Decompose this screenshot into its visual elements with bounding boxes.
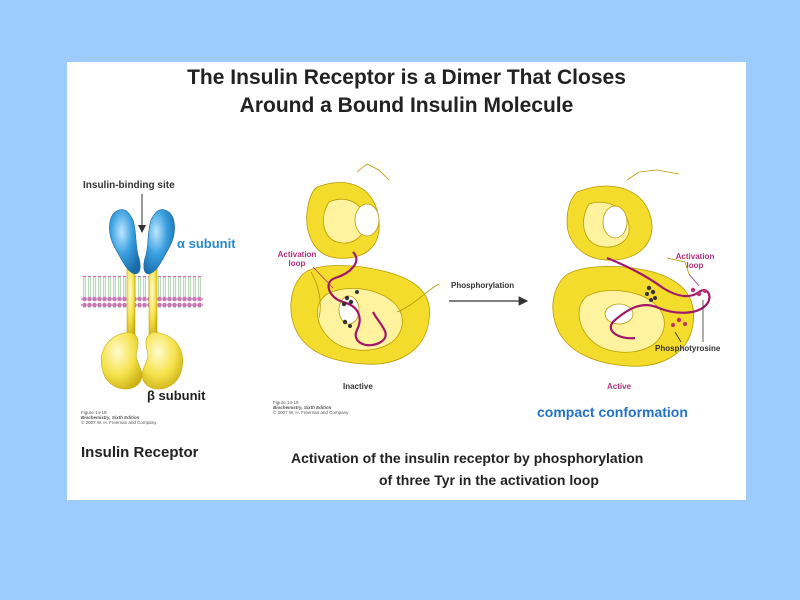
slide-title-line1: The Insulin Receptor is a Dimer That Clo… [187, 66, 626, 89]
receptor-credit-figure: Figure 14-18 [81, 410, 107, 415]
tyrosine-cluster-left [341, 290, 359, 328]
phosphate-groups [671, 287, 707, 327]
active-label: Active [607, 382, 632, 391]
loop-pointer-left [312, 266, 334, 289]
alpha-subunit-label: α subunit [177, 236, 236, 251]
diagram-canvas [81, 163, 711, 390]
activation-loop-label-left: Activation loop [277, 250, 317, 268]
structure-credit-book: Biochemistry, Sixth Edition [273, 405, 332, 410]
receptor-figure-credit: Figure 14-18 Biochemistry, Sixth Edition… [81, 410, 156, 425]
compact-conformation-label: compact conformation [537, 404, 688, 420]
inactive-structure [290, 163, 440, 365]
activation-loop-label-right: Activation loop [675, 252, 715, 270]
activation-caption-line2: of three Tyr in the activation loop [379, 472, 599, 488]
loop-pointer-right [688, 273, 700, 287]
slide-panel: The Insulin Receptor is a Dimer That Clo… [67, 62, 746, 500]
phosphotyrosine-label: Phosphotyrosine [655, 344, 721, 353]
insulin-receptor-caption: Insulin Receptor [81, 444, 199, 461]
activation-caption-line1: Activation of the insulin receptor by ph… [291, 450, 644, 466]
structure-credit-figure: Figure 14-19 [273, 400, 299, 405]
insulin-binding-site-label: Insulin-binding site [83, 180, 175, 191]
tyrosine-cluster-right [645, 285, 657, 302]
structure-credit-publisher: © 2007 W. H. Freeman and Company [273, 410, 349, 415]
activation-loop-right-trace [606, 256, 711, 340]
beta-subunit-shape [101, 265, 183, 390]
beta-subunit-label: β subunit [147, 388, 206, 403]
phosphorylation-label: Phosphorylation [451, 281, 515, 290]
activation-loop-left-trace [327, 251, 387, 347]
alpha-subunit-shape [109, 209, 175, 275]
receptor-credit-publisher: © 2007 W. H. Freeman and Company [81, 420, 157, 425]
inactive-label: Inactive [343, 382, 373, 391]
phosphotyrosine-pointer-1 [674, 331, 682, 343]
membrane-bilayer [81, 276, 203, 308]
receptor-credit-book: Biochemistry, Sixth Edition [81, 415, 140, 420]
slide-title-line2: Around a Bound Insulin Molecule [239, 94, 574, 117]
structure-figure-credit: Figure 14-19 Biochemistry, Sixth Edition… [273, 400, 348, 415]
